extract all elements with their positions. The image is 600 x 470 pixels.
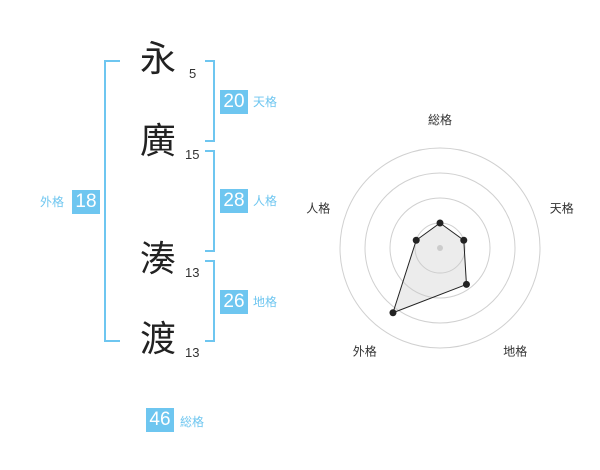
radar-ring (389, 197, 491, 299)
name-char-1: 永 (140, 39, 177, 80)
stroke-count-1: 5 (189, 66, 197, 81)
soukaku-label: 総格 (180, 415, 205, 429)
jinkaku-value: 28 (220, 189, 248, 213)
radar-point (436, 219, 444, 227)
radar-point (412, 236, 420, 244)
radar-point (460, 236, 468, 244)
stroke-count-4: 13 (185, 345, 200, 360)
radar-axis-label: 天格 (550, 200, 574, 215)
jinkaku-label: 人格 (253, 194, 278, 208)
radar-point (462, 280, 470, 288)
gaikaku-bracket (104, 60, 120, 342)
name-char-3: 湊 (140, 239, 177, 280)
tenkaku-label: 天格 (253, 95, 278, 109)
radar-ring (364, 172, 516, 324)
chikaku-label: 地格 (253, 295, 278, 309)
radar-axis-label: 人格 (306, 200, 330, 215)
jinkaku-bracket (205, 150, 215, 252)
gaikaku-label: 外格 (40, 195, 65, 209)
radar-axis-label: 総格 (428, 112, 452, 127)
stroke-count-2: 15 (185, 147, 200, 162)
radar-center (437, 245, 443, 251)
radar-axis-label: 地格 (503, 344, 527, 359)
radar-area (392, 222, 467, 314)
tenkaku-bracket (205, 60, 215, 142)
soukaku-value: 46 (146, 408, 174, 432)
tenkaku-value: 20 (220, 90, 248, 114)
chikaku-bracket (205, 260, 215, 342)
radar-point (389, 309, 397, 317)
radar-axis-label: 外格 (353, 344, 377, 359)
radar-ring (339, 147, 541, 349)
name-char-2: 廣 (140, 121, 177, 162)
gaikaku-value: 18 (72, 190, 100, 214)
chikaku-value: 26 (220, 290, 248, 314)
name-char-4: 渡 (140, 319, 177, 360)
stroke-count-3: 13 (185, 265, 200, 280)
